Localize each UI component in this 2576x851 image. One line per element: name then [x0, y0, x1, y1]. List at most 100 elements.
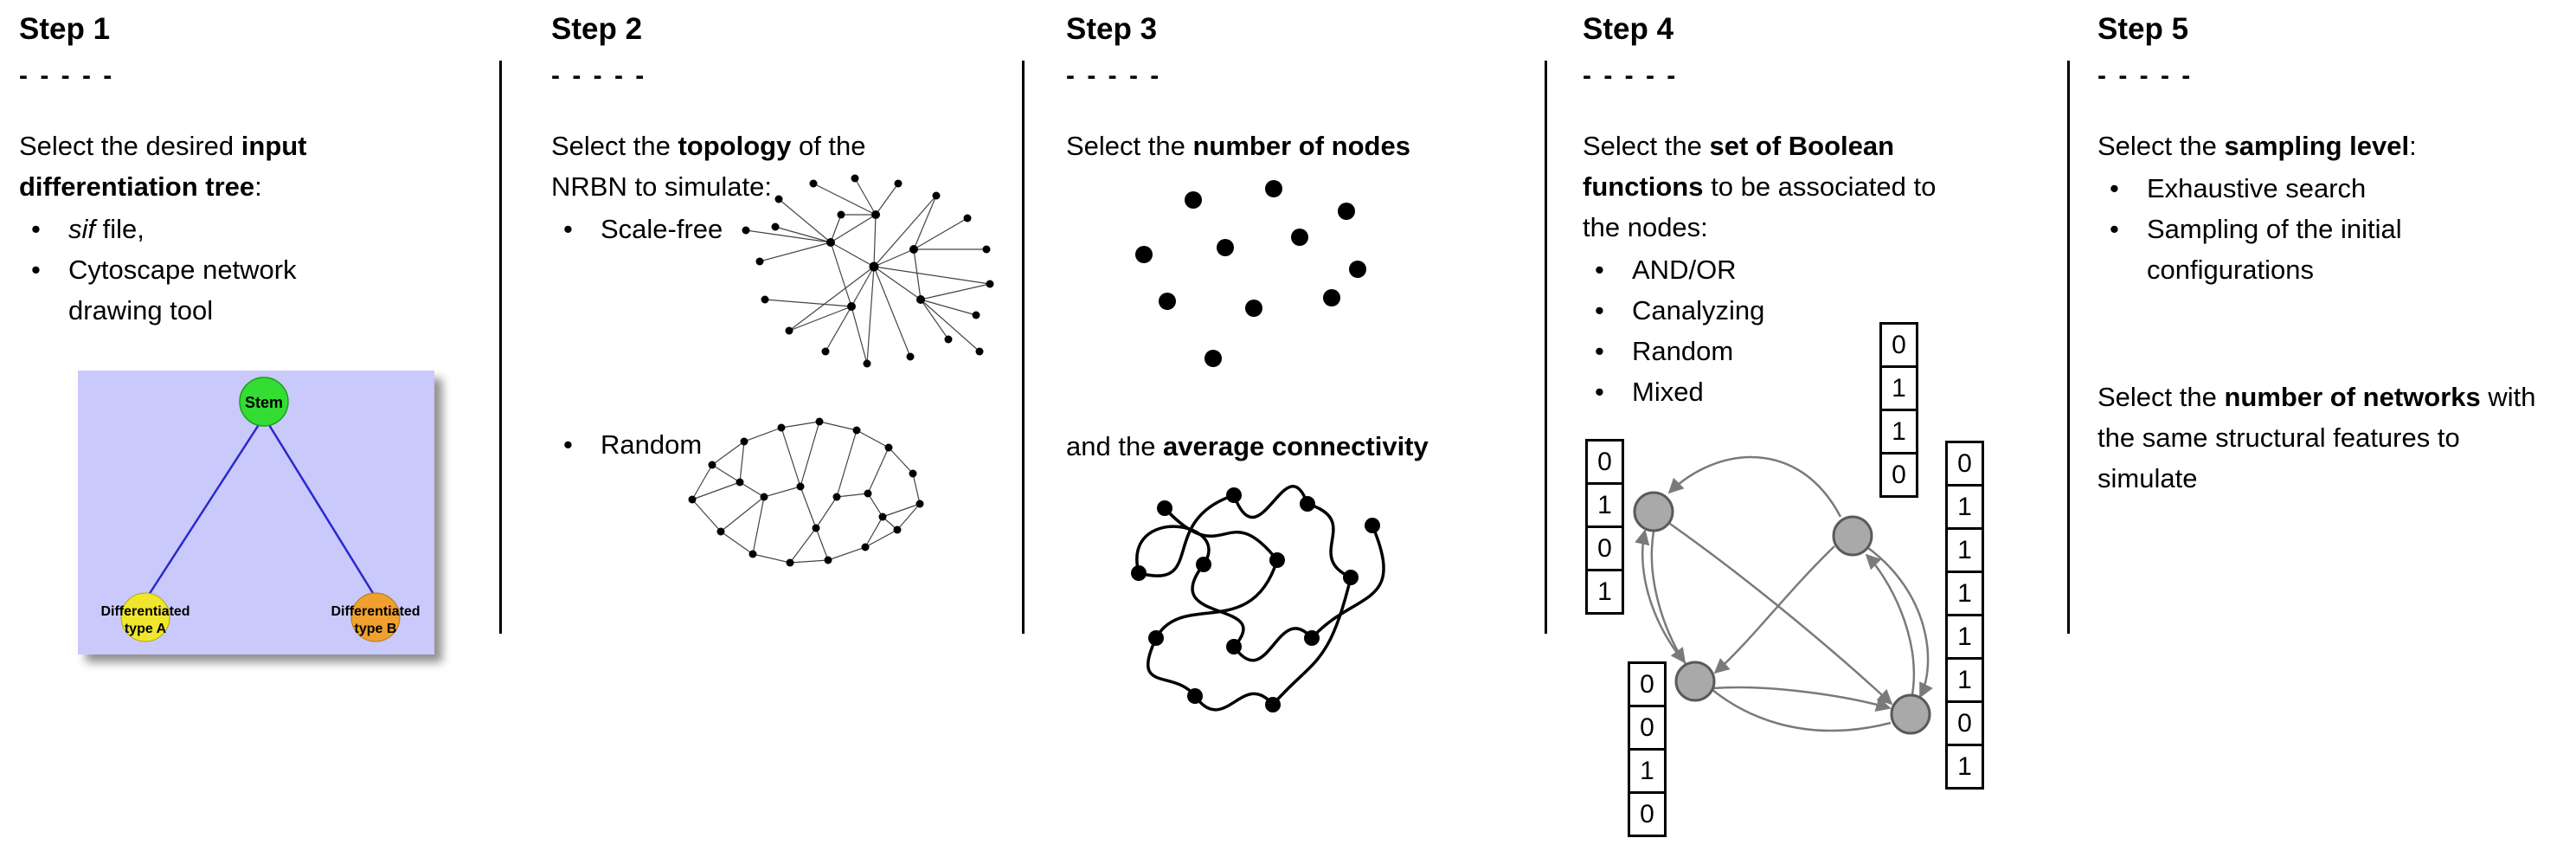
- truth-table-cell: 0: [1945, 441, 1984, 487]
- boolean-node-3: [1674, 661, 1716, 702]
- bullet-text: Canalyzing: [1632, 295, 1765, 326]
- stem-node: [239, 377, 289, 427]
- truth-table-cell: 0: [1585, 525, 1624, 571]
- step3-intro: Select the number of nodes: [1066, 126, 1535, 166]
- step4-intro-post: to be associated to the nodes:: [1583, 171, 1937, 242]
- truth-table-cell: 0: [1585, 439, 1624, 485]
- tree-edge-a: [145, 420, 263, 598]
- bullet-item: AND/OR: [1583, 249, 2059, 290]
- boolean-network-nodes: [1633, 491, 1931, 735]
- bullet-text: Mixed: [1632, 377, 1704, 407]
- step2-intro-bold: topology: [678, 131, 792, 161]
- truth-table-cell: 1: [1628, 748, 1667, 794]
- column-divider-3: [1545, 61, 1547, 634]
- differentiation-tree-figure: Stem Differentiated type A Differentiate…: [78, 371, 434, 654]
- step5-second-post: with the same structural features to sim…: [2097, 382, 2536, 493]
- column-divider-4: [2067, 61, 2070, 634]
- step3-second-pre: and the: [1066, 431, 1164, 461]
- truth-table-cell: 0: [1879, 452, 1918, 498]
- bullet-text: Exhaustive search: [2147, 173, 2367, 203]
- column-divider-2: [1022, 61, 1025, 634]
- step3-column: Step 3 - - - - - Select the number of no…: [1066, 0, 1535, 851]
- step2-intro: Select the topology of the NRBN to simul…: [551, 126, 923, 207]
- differentiated-type-a-node: [120, 592, 170, 642]
- random-network-edges: [691, 421, 921, 564]
- step4-intro-pre: Select the: [1583, 131, 1710, 161]
- step2-column: Step 2 - - - - - Select the topology of …: [551, 0, 1012, 851]
- type-b-label-line1: Differentiated: [331, 604, 420, 619]
- truth-table-cell: 1: [1879, 409, 1918, 455]
- step2-dashes: - - - - -: [551, 61, 647, 90]
- truth-table-cell: 1: [1585, 482, 1624, 528]
- scale-free-nodes: [742, 174, 994, 368]
- step3-dashes: - - - - -: [1066, 61, 1162, 90]
- boolean-network-figure: 0 1 0 1 0 1 1 0 0 1 1 1 1 1 0 1: [1583, 316, 2059, 851]
- step1-intro-post: :: [254, 171, 262, 202]
- bullet-item: Canalyzing: [1583, 290, 2059, 331]
- truth-table-cell: 1: [1585, 569, 1624, 615]
- stem-node-label: Stem: [245, 394, 283, 411]
- step4-bullet-list: AND/OR Canalyzing Random Mixed: [1583, 249, 2059, 412]
- node-dots: [1135, 180, 1366, 367]
- step4-intro: Select the set of Boolean functions to b…: [1583, 126, 1981, 248]
- random-network-figure: [671, 400, 949, 580]
- bullet-text: Random: [601, 429, 703, 460]
- step2-bullet-list-2: Random: [551, 424, 702, 465]
- boolean-node-4: [1890, 693, 1931, 735]
- step5-intro-bold: sampling level: [2224, 131, 2410, 161]
- bullet-item-scale-free: Scale-free: [551, 209, 1012, 249]
- truth-table-cell: 1: [1945, 527, 1984, 573]
- step2-intro-post: of the NRBN to simulate:: [551, 131, 866, 202]
- bullet-item: Mixed: [1583, 371, 2059, 412]
- step5-intro-pre: Select the: [2097, 131, 2225, 161]
- truth-table-top: 0 1 1 0: [1879, 322, 1918, 498]
- truth-table-cell: 0: [1628, 661, 1667, 707]
- truth-table-cell: 1: [1945, 484, 1984, 530]
- step5-second-pre: Select the: [2097, 382, 2225, 412]
- step4-intro-bold: set of Boolean functions: [1583, 131, 1895, 202]
- step5-networks-text: Select the number of networks with the s…: [2097, 377, 2565, 499]
- tree-edge-b: [265, 420, 377, 598]
- step4-title: Step 4: [1583, 12, 1674, 46]
- step1-dashes: - - - - -: [19, 61, 115, 90]
- differentiated-type-b-node: [350, 592, 401, 642]
- step5-column: Step 5 - - - - - Select the sampling lev…: [2097, 0, 2565, 851]
- truth-table-cell: 1: [1945, 614, 1984, 660]
- bullet-italic-text: sif: [68, 214, 95, 244]
- step5-dashes: - - - - -: [2097, 61, 2194, 90]
- step2-title: Step 2: [551, 12, 643, 46]
- connectivity-graph-figure: [1104, 469, 1409, 727]
- step5-second-bold: number of networks: [2224, 382, 2481, 412]
- boolean-node-1: [1633, 491, 1674, 532]
- step4-dashes: - - - - -: [1583, 61, 1679, 90]
- bullet-item: sif file,: [19, 209, 365, 249]
- truth-table-cell: 1: [1945, 571, 1984, 616]
- type-b-label-line2: type B: [355, 622, 397, 636]
- truth-table-cell: 1: [1879, 365, 1918, 411]
- connectivity-nodes: [1131, 487, 1380, 712]
- bullet-text: Scale-free: [601, 214, 723, 244]
- truth-table-cell: 0: [1945, 700, 1984, 746]
- step5-intro: Select the sampling level:: [2097, 126, 2565, 166]
- type-a-label-line1: Differentiated: [100, 604, 190, 619]
- bullet-text: Random: [1632, 336, 1734, 366]
- step3-intro-bold: number of nodes: [1192, 131, 1410, 161]
- step1-intro-bold: input differentiation tree: [19, 131, 307, 202]
- scale-free-edges: [745, 177, 991, 364]
- truth-table-cell: 0: [1628, 791, 1667, 837]
- step3-intro-pre: Select the: [1066, 131, 1193, 161]
- step3-connectivity-text: and the average connectivity: [1066, 426, 1429, 467]
- step1-column: Step 1 - - - - - Select the desired inpu…: [19, 0, 491, 851]
- truth-table-cell: 1: [1945, 657, 1984, 703]
- bullet-text: Sampling of the initial configurations: [2147, 214, 2402, 285]
- column-divider-1: [499, 61, 502, 634]
- truth-table-cell: 0: [1879, 322, 1918, 368]
- bullet-text: AND/OR: [1632, 255, 1737, 285]
- truth-table-right: 0 1 1 1 1 1 0 1: [1945, 441, 1984, 790]
- bullet-item: Random: [1583, 331, 2059, 371]
- bullet-item-random: Random: [551, 424, 702, 465]
- step3-title: Step 3: [1066, 12, 1158, 46]
- bullet-text: Cytoscape network drawing tool: [68, 255, 297, 326]
- connectivity-edges: [1135, 485, 1385, 712]
